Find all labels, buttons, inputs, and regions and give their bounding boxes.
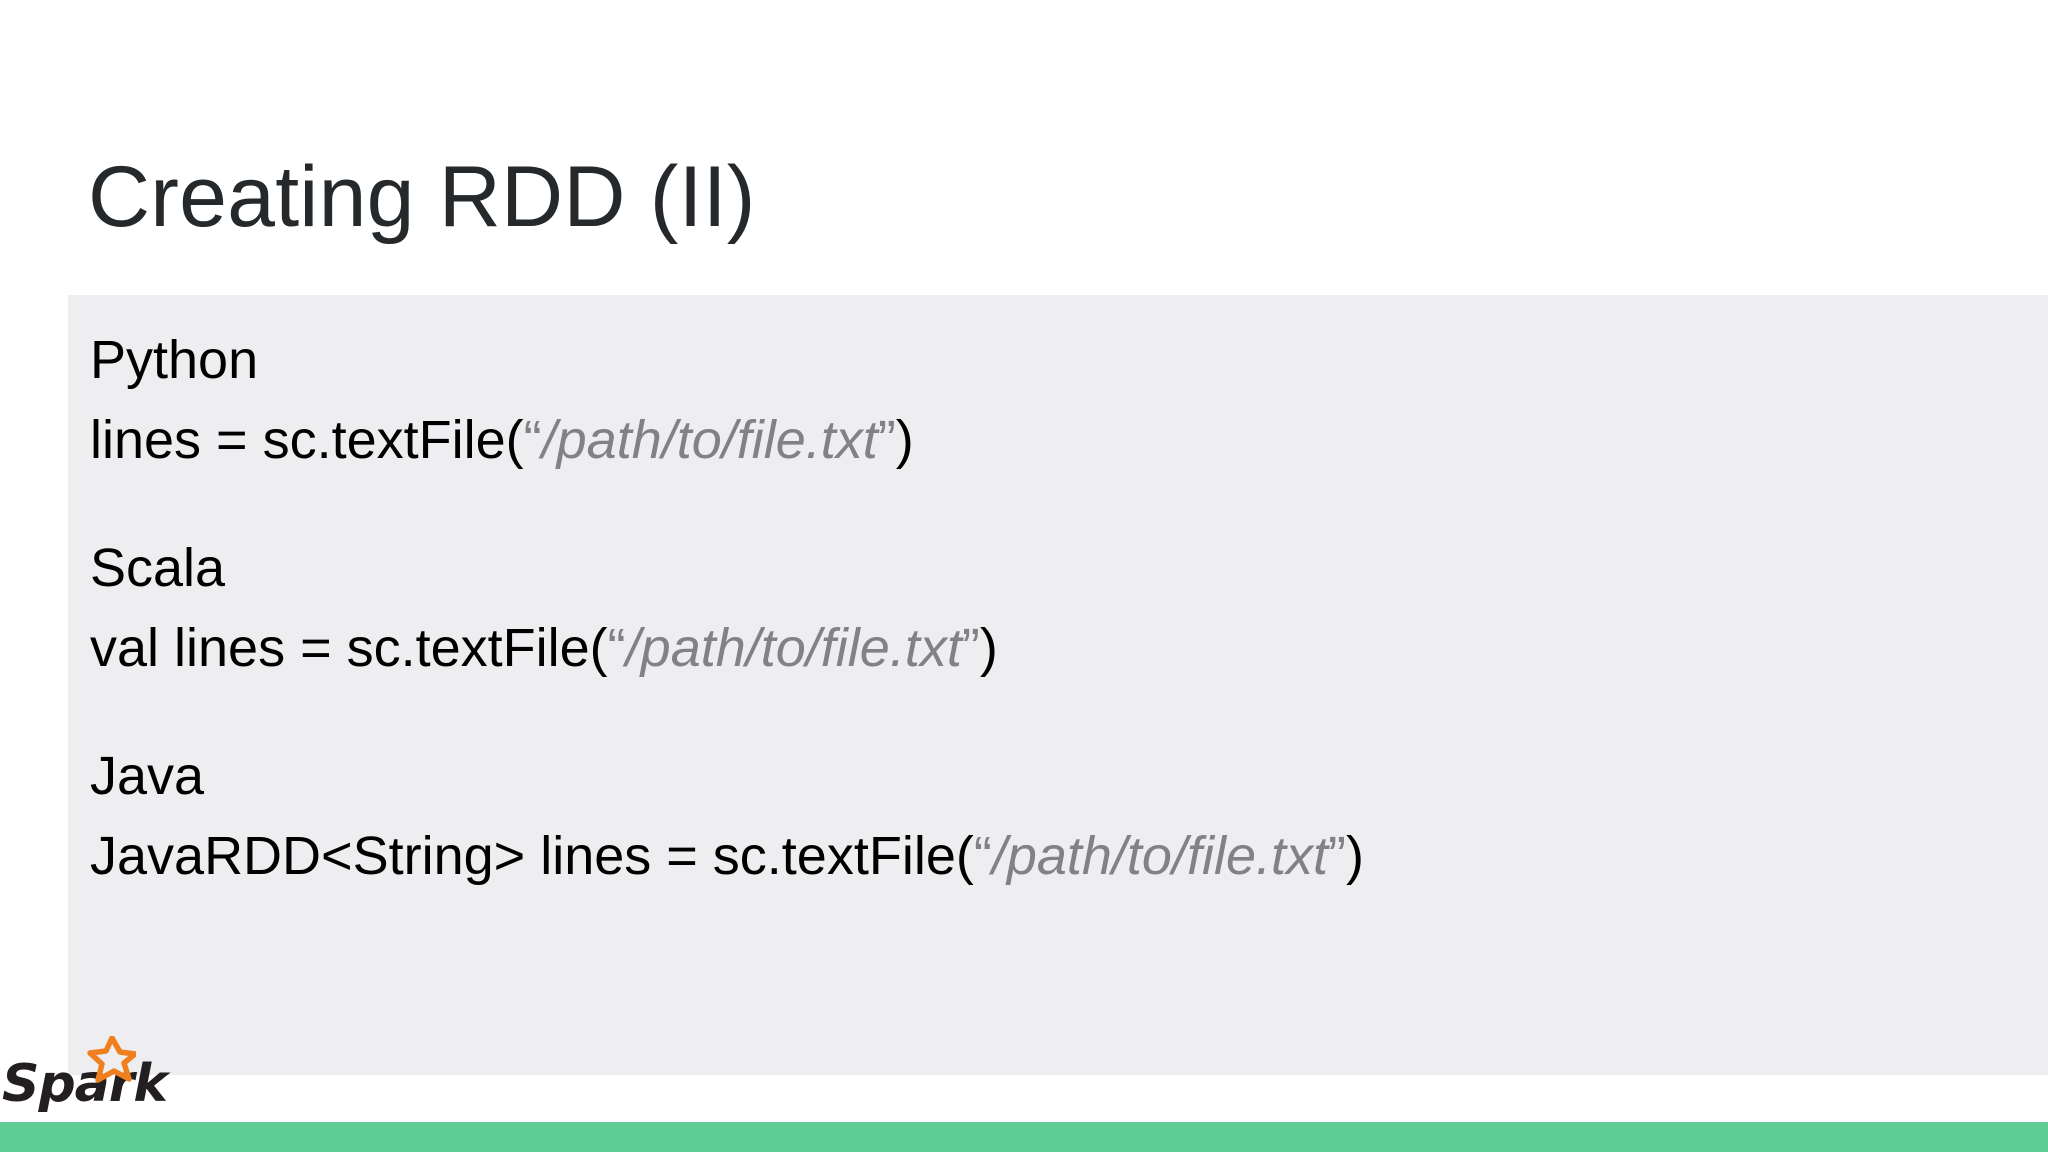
open-quote-scala: “ [607, 618, 626, 678]
spark-star-icon [87, 1036, 136, 1083]
code-block-scala: Scala val lines = sc.textFile(“/path/to/… [90, 528, 2048, 688]
code-prefix-scala: val lines = sc.textFile( [90, 618, 608, 678]
code-block-python: Python lines = sc.textFile(“/path/to/fil… [90, 320, 2048, 480]
spark-logo: Spark [0, 1036, 168, 1114]
code-suffix-python: ) [895, 410, 914, 470]
language-label-java: Java [90, 746, 205, 806]
code-panel: Python lines = sc.textFile(“/path/to/fil… [68, 295, 2048, 1075]
code-panel-content: Python lines = sc.textFile(“/path/to/fil… [90, 320, 2048, 1075]
code-prefix-java: JavaRDD<String> lines = sc.textFile( [90, 826, 974, 886]
language-label-python: Python [90, 330, 259, 390]
accent-bar [0, 1122, 2048, 1152]
block-spacer [90, 480, 2048, 528]
code-suffix-scala: ) [979, 618, 998, 678]
open-quote-python: “ [523, 410, 542, 470]
code-suffix-java: ) [1345, 826, 1364, 886]
open-quote-java: “ [973, 826, 992, 886]
file-path-java: /path/to/file.txt [991, 826, 1328, 886]
block-spacer [90, 688, 2048, 736]
code-line-java: JavaRDD<String> lines = sc.textFile(“/pa… [90, 816, 2048, 896]
code-line-python: lines = sc.textFile(“/path/to/file.txt”) [90, 400, 2048, 480]
page-title: Creating RDD (II) [88, 148, 756, 245]
file-path-python: /path/to/file.txt [541, 410, 878, 470]
code-line-scala: val lines = sc.textFile(“/path/to/file.t… [90, 608, 2048, 688]
code-prefix-python: lines = sc.textFile( [90, 410, 524, 470]
close-quote-java: ” [1328, 826, 1346, 886]
code-block-java: Java JavaRDD<String> lines = sc.textFile… [90, 736, 2048, 896]
language-label-scala: Scala [90, 538, 226, 598]
close-quote-python: ” [877, 410, 896, 470]
close-quote-scala: ” [961, 618, 980, 678]
file-path-scala: /path/to/file.txt [625, 618, 962, 678]
spark-wordmark: Spark [2, 1054, 168, 1114]
